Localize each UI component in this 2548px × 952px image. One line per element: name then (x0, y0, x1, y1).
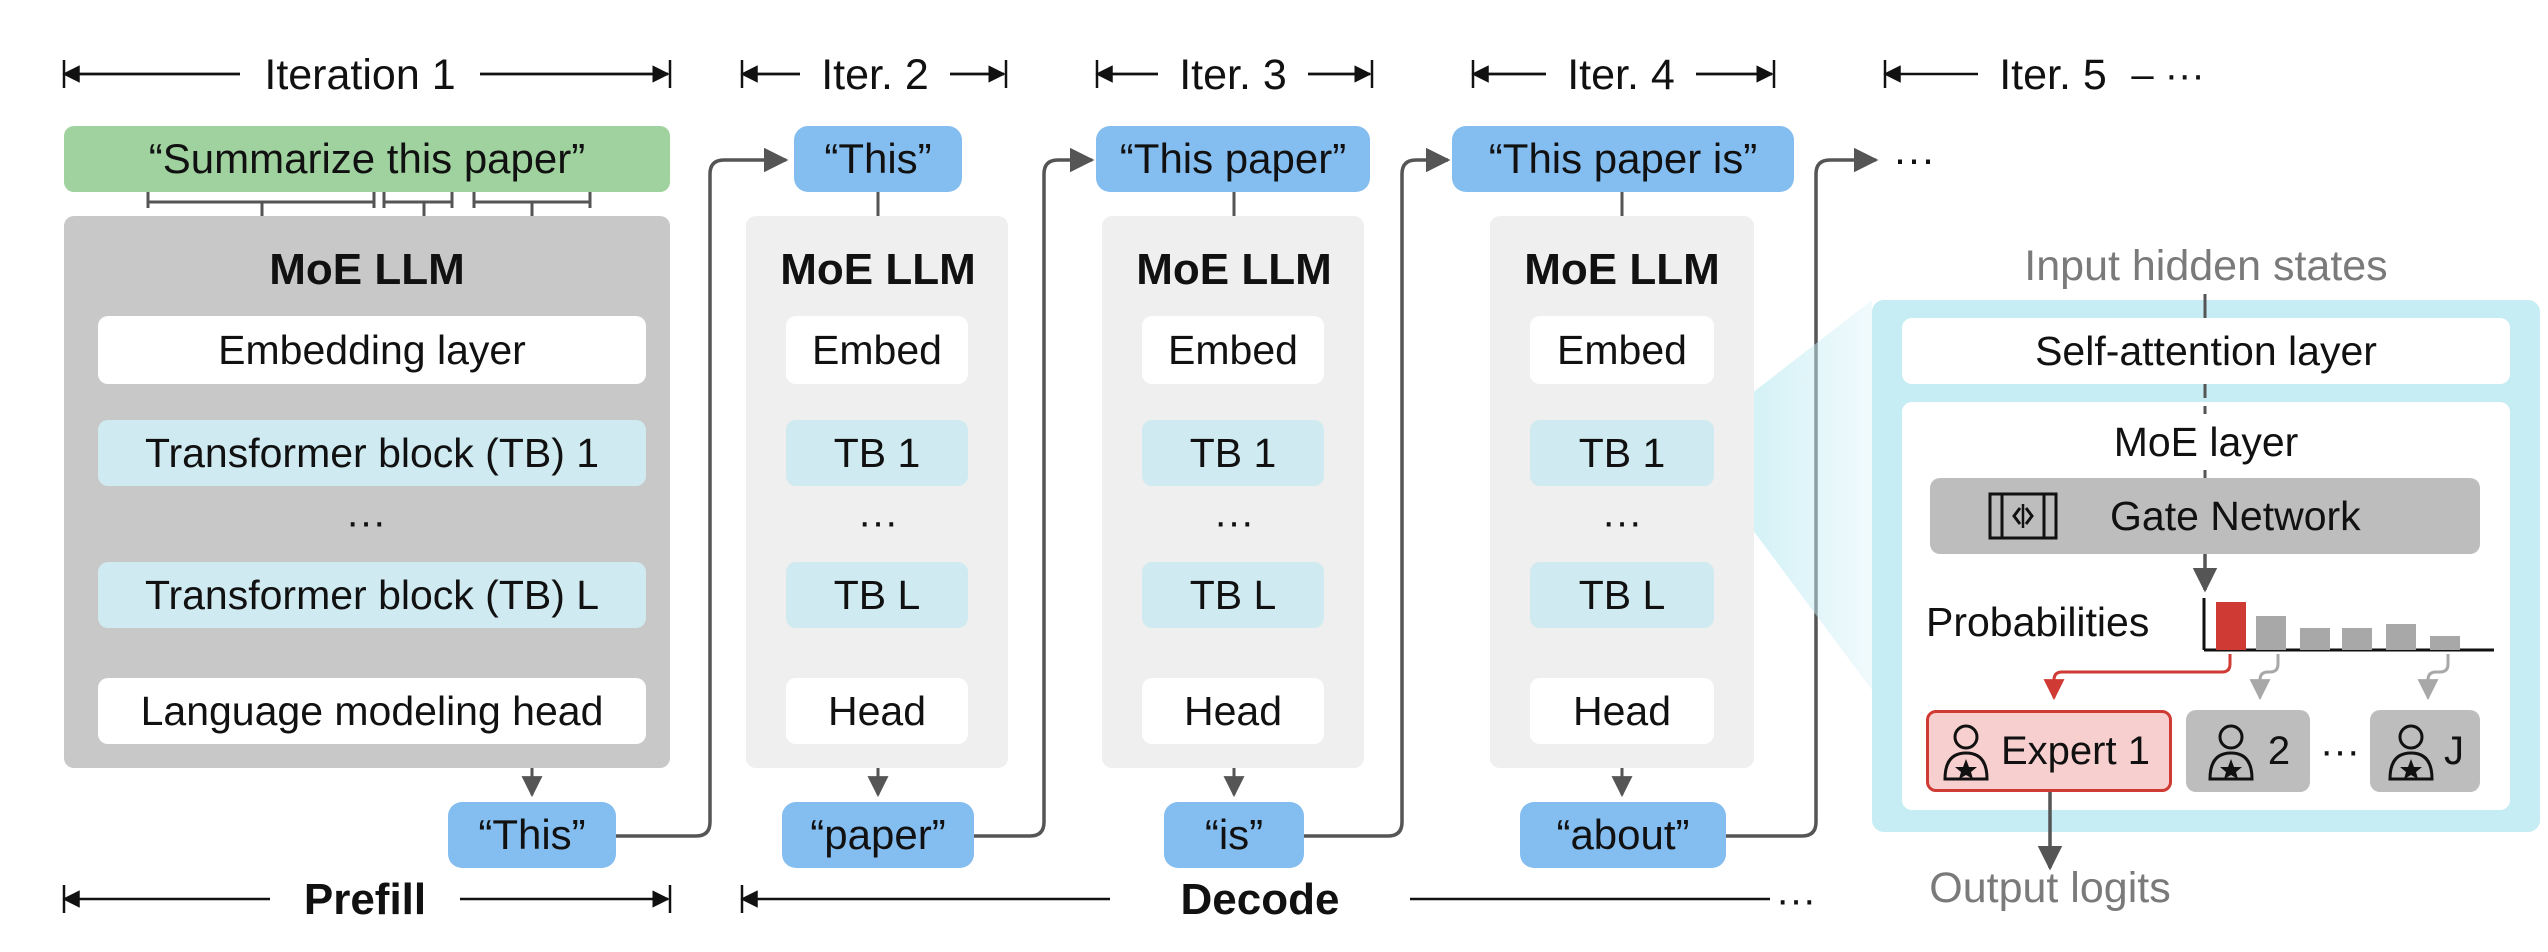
header-iteration-1: Iteration 1 (240, 46, 480, 104)
prefill-language-modeling-head: Language modeling head (98, 678, 646, 744)
decode-iter-2-title: MoE LLM (768, 240, 988, 300)
footer-decode-dots: ··· (1776, 877, 1816, 922)
gate-network-label: Gate Network (2110, 492, 2361, 539)
decode-iter-2-tb-L: TB L (786, 562, 968, 628)
decode-iter-4-title: MoE LLM (1512, 240, 1732, 300)
footer-decode: Decode (1140, 870, 1380, 930)
decode-iter-2-ellipsis: ··· (848, 496, 908, 548)
output-token-iter-4: “about” (1520, 802, 1726, 868)
decode-iter-4-head: Head (1530, 678, 1714, 744)
probabilities-label: Probabilities (1926, 598, 2150, 645)
expert-2-label: 2 (2267, 728, 2291, 773)
prefill-transformer-block-1: Transformer block (TB) 1 (98, 420, 646, 486)
decode-panel-iter-2 (746, 216, 1008, 768)
expert-J: J (2370, 710, 2480, 792)
decode-iter-4-tb-L: TB L (1530, 562, 1714, 628)
prefill-moe-llm-panel (64, 216, 670, 768)
gate-network: Gate Network (1930, 478, 2480, 554)
input-hidden-states-label: Input hidden states (2024, 241, 2388, 290)
prefill-transformer-block-L: Transformer block (TB) L (98, 562, 646, 628)
expert-person-icon (2386, 721, 2436, 781)
output-logits-label: Output logits (1929, 863, 2171, 912)
prob-bar-1 (2216, 602, 2246, 650)
footer-prefill: Prefill (270, 870, 460, 930)
decode-iter-2-embed: Embed (786, 316, 968, 384)
prob-bar-5 (2386, 624, 2416, 650)
input-token-iter-4: “This paper is” (1452, 126, 1794, 192)
expert-1: Expert 1 (1926, 710, 2172, 792)
header-iter-5-dots: – ··· (2131, 52, 2205, 97)
decode-iter-3-ellipsis: ··· (1204, 496, 1264, 548)
decode-iter-3-embed: Embed (1142, 316, 1324, 384)
decode-iter-3-title: MoE LLM (1124, 240, 1344, 300)
prompt-input: “Summarize this paper” (64, 126, 670, 192)
expert-ellipsis: ··· (2320, 728, 2360, 773)
input-token-iter-2: “This” (794, 126, 962, 192)
decode-iter-2-head: Head (786, 678, 968, 744)
zoom-wedge (1720, 300, 1872, 690)
expert-J-label: J (2444, 728, 2464, 773)
input-token-iter-3: “This paper” (1096, 126, 1370, 192)
self-attention-layer: Self-attention layer (1902, 318, 2510, 384)
decode-panel-iter-3 (1102, 216, 1364, 768)
prob-bar-6 (2430, 636, 2460, 650)
decode-iter-3-tb-1: TB 1 (1142, 420, 1324, 486)
prefill-moe-llm-title: MoE LLM (252, 240, 482, 300)
decode-iter-4-ellipsis: ··· (1592, 496, 1652, 548)
header-iter-5: Iter. 5 (1978, 46, 2128, 104)
prefill-ellipsis: ··· (336, 496, 396, 548)
decode-panel-iter-4 (1490, 216, 1754, 768)
header-iter-2: Iter. 2 (800, 46, 950, 104)
header-iter-3: Iter. 3 (1158, 46, 1308, 104)
prefill-embedding-layer: Embedding layer (98, 316, 646, 384)
expert-person-icon (2206, 721, 2256, 781)
decode-iter-4-embed: Embed (1530, 316, 1714, 384)
input-token-iter-5: ··· (1893, 135, 1935, 182)
decode-iter-3-tb-L: TB L (1142, 562, 1324, 628)
output-token-iter-3: “is” (1164, 802, 1304, 868)
header-iter-4: Iter. 4 (1546, 46, 1696, 104)
output-token-iter-1: “This” (448, 802, 616, 868)
decode-iter-4-tb-1: TB 1 (1530, 420, 1714, 486)
prob-bar-3 (2300, 628, 2330, 650)
prob-bar-2 (2256, 616, 2286, 650)
routing-probabilities (2043, 554, 2494, 701)
expert-person-icon (1941, 721, 1991, 781)
decode-iter-3-head: Head (1142, 678, 1324, 744)
route-to-expert-J (2417, 654, 2450, 701)
gate-network-icon (1984, 490, 2062, 542)
prob-bar-4 (2342, 628, 2372, 650)
expert-1-label: Expert 1 (2001, 728, 2150, 773)
moe-layer-label: MoE layer (2113, 418, 2299, 465)
expert-2: 2 (2186, 710, 2310, 792)
route-to-expert-1 (2043, 654, 2232, 701)
output-token-iter-2: “paper” (782, 802, 974, 868)
decode-iter-2-tb-1: TB 1 (786, 420, 968, 486)
route-to-expert-2 (2249, 654, 2280, 701)
